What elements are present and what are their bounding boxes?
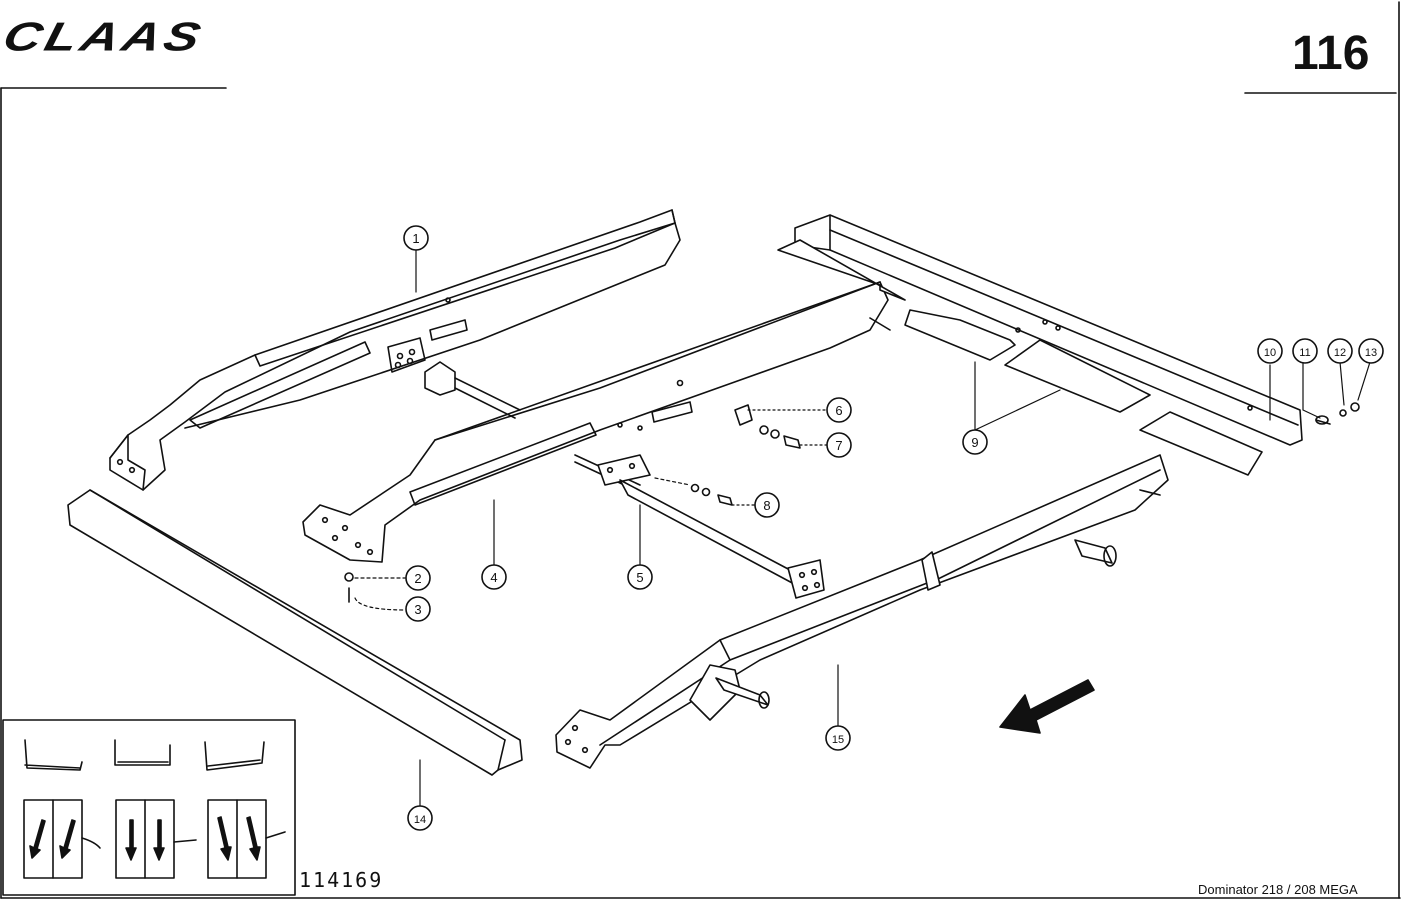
callout-labels: 1 2 3 4 5 6 7 8 9 10 11 12 13 14 15 <box>412 231 1377 826</box>
part-1-side-rail <box>109 209 681 491</box>
callout-15 <box>825 725 851 751</box>
callout-11 <box>1292 338 1318 364</box>
callout-label: 10 <box>1264 347 1276 359</box>
callout-label: 15 <box>832 734 844 746</box>
callout-label: 12 <box>1334 347 1346 359</box>
variant-inset <box>2 719 296 896</box>
callout-circles <box>403 225 1384 831</box>
parts-11-13-fasteners <box>1315 402 1360 425</box>
callout-label: 3 <box>414 602 421 617</box>
callout-1 <box>403 225 429 251</box>
callout-label: 9 <box>971 435 978 450</box>
callout-label: 6 <box>835 403 842 418</box>
callout-6 <box>826 397 852 423</box>
callout-3 <box>405 596 431 622</box>
callout-13 <box>1358 338 1384 364</box>
callout-label: 5 <box>636 570 643 585</box>
callout-label: 11 <box>1299 347 1310 359</box>
callout-10 <box>1257 338 1283 364</box>
callout-label: 13 <box>1365 347 1377 359</box>
callout-8 <box>754 492 780 518</box>
profile-sketch-b <box>114 739 171 766</box>
callout-label: 8 <box>763 498 770 513</box>
profile-sketch-c <box>204 741 265 771</box>
direction-arrow <box>999 679 1095 734</box>
callout-label: 14 <box>414 814 426 826</box>
callout-7 <box>826 432 852 458</box>
profile-sketch-a <box>24 739 83 771</box>
model-caption: Dominator 218 / 208 MEGA <box>1198 882 1358 897</box>
callout-12 <box>1327 338 1353 364</box>
part-9-10-rear-assembly <box>777 214 1303 476</box>
callout-label: 4 <box>490 570 497 585</box>
part-14-strip <box>67 489 523 776</box>
callout-label: 2 <box>414 571 421 586</box>
part-15-side-rail <box>555 454 1169 769</box>
leader-lines <box>354 249 1371 807</box>
drawing-reference-number: 114169 <box>299 868 384 892</box>
callout-label: 7 <box>835 438 842 453</box>
part-4-middle-rail <box>302 281 891 563</box>
callout-4 <box>481 564 507 590</box>
callout-2 <box>405 565 431 591</box>
callout-14 <box>407 805 433 831</box>
page-number: 116 <box>1292 27 1370 80</box>
part-5-cross-member <box>597 454 825 599</box>
callout-9 <box>962 429 988 455</box>
callout-5 <box>627 564 653 590</box>
callout-label: 1 <box>412 231 419 246</box>
